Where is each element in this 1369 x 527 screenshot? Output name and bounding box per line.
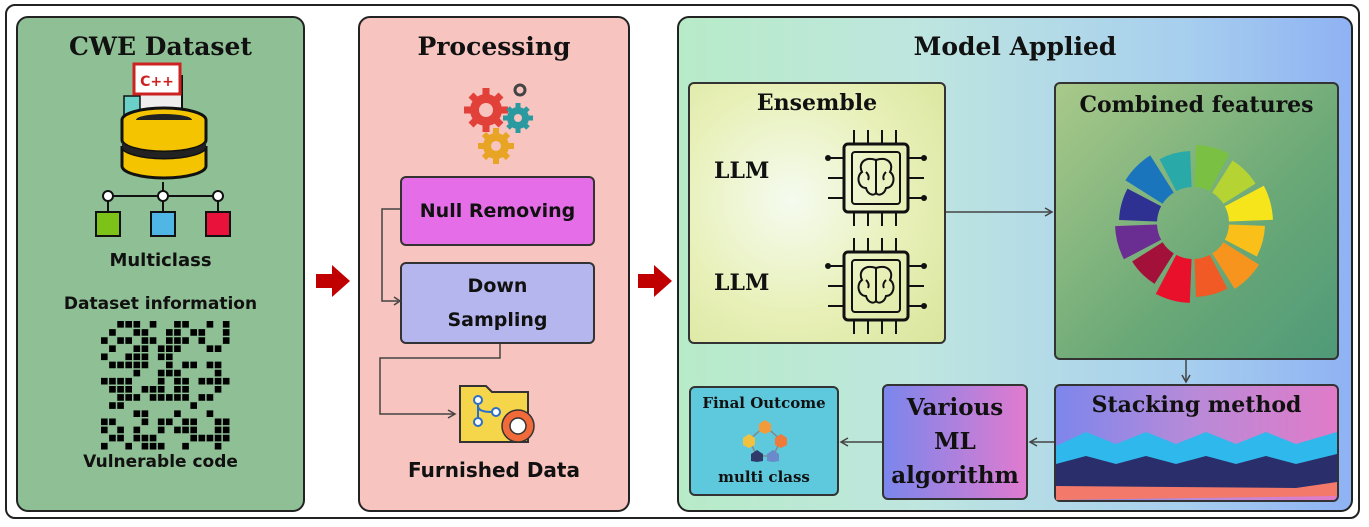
color-wheel-segment xyxy=(1212,160,1256,204)
layers-icon xyxy=(1056,432,1337,500)
various-ml-box: Various ML algorithm xyxy=(882,384,1028,500)
color-wheel-segment xyxy=(1119,188,1162,222)
stacking-method-title: Stacking method xyxy=(1091,392,1302,418)
color-wheel-segment xyxy=(1212,242,1259,289)
processing-panel: Processing Null Removing Down Sampling F… xyxy=(358,16,630,512)
arrow-right-icon xyxy=(638,265,672,297)
class-tree-icon xyxy=(95,182,231,237)
color-wheel-segment xyxy=(1194,254,1228,297)
multi-class-label: multi class xyxy=(718,468,810,486)
color-wheel-segment xyxy=(1132,242,1174,284)
final-outcome-title: Final Outcome xyxy=(702,394,826,412)
down-sampling-box: Down Sampling xyxy=(400,262,595,344)
color-wheel-segment xyxy=(1224,185,1273,222)
vulnerable-code-label: Vulnerable code xyxy=(83,452,238,472)
chip-brain-icon xyxy=(825,130,927,226)
stacking-method-box: Stacking method xyxy=(1054,384,1339,502)
ensemble-title: Ensemble xyxy=(756,90,878,116)
combined-features-title: Combined features xyxy=(1079,92,1314,118)
cwe-dataset-title: CWE Dataset xyxy=(69,32,252,61)
vulnerable-code-pattern xyxy=(101,321,230,450)
llm-label-2: LLM xyxy=(714,270,770,296)
various-ml-line1: Various xyxy=(906,394,1004,421)
various-ml-line2: ML xyxy=(934,428,976,455)
color-wheel-segment xyxy=(1155,254,1192,303)
various-ml-line3: algorithm xyxy=(891,462,1019,489)
furnished-data-label: Furnished Data xyxy=(407,458,580,482)
ensemble-box: Ensemble LLM LLM xyxy=(688,82,946,344)
processing-connectors xyxy=(379,208,501,419)
processing-title: Processing xyxy=(417,32,571,61)
dataset-info-label: Dataset information xyxy=(63,294,258,314)
database-icon: C++ xyxy=(120,62,208,180)
model-connectors xyxy=(839,207,1191,447)
arrow-right-icon xyxy=(316,265,350,297)
outer-frame xyxy=(5,4,1360,519)
down-sampling-line1: Down xyxy=(467,275,528,297)
network-nodes-icon xyxy=(743,420,787,462)
model-applied-title: Model Applied xyxy=(913,32,1117,61)
color-wheel-icon xyxy=(1115,145,1273,303)
color-wheel-segment xyxy=(1224,224,1265,257)
chip-brain-icon xyxy=(825,238,927,334)
llm-label-1: LLM xyxy=(714,158,770,184)
null-removing-box: Null Removing xyxy=(400,176,595,246)
color-wheel-segment xyxy=(1125,155,1174,204)
multiclass-label: Multiclass xyxy=(109,250,212,271)
cpp-file-icon: C++ xyxy=(140,74,174,90)
color-wheel-segment xyxy=(1159,151,1192,192)
cwe-dataset-panel: CWE Dataset C++ Multiclass Dataset infor… xyxy=(16,16,305,512)
color-wheel-segment xyxy=(1115,224,1162,260)
gears-icon xyxy=(464,83,533,164)
combined-features-box: Combined features xyxy=(1054,82,1339,360)
final-outcome-box: Final Outcome multi class xyxy=(689,386,839,496)
down-sampling-line2: Sampling xyxy=(447,309,548,331)
model-applied-panel: Model Applied Ensemble LLM LLM Combined … xyxy=(677,16,1353,512)
folder-gear-icon xyxy=(459,385,535,443)
color-wheel-segment xyxy=(1194,145,1230,192)
